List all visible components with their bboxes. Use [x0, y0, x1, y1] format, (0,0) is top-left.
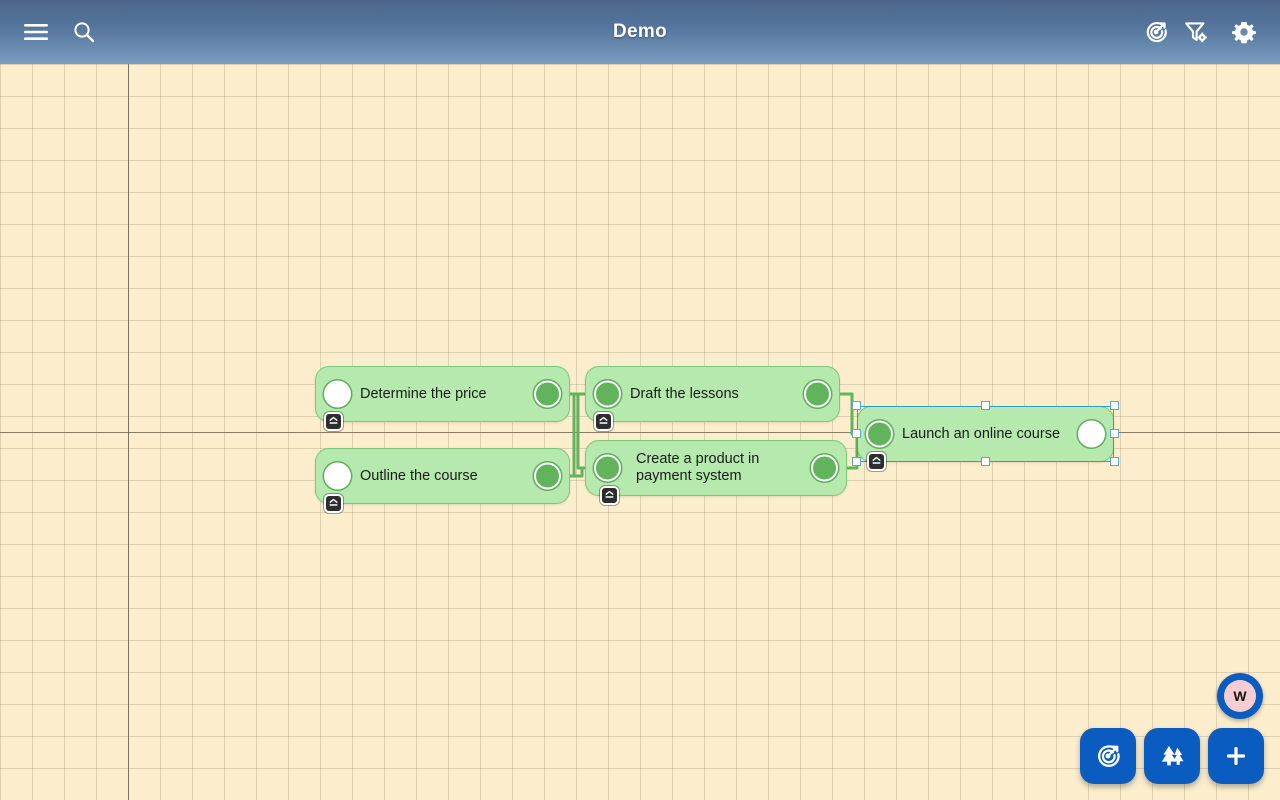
target-goal-icon[interactable]	[1140, 16, 1172, 48]
node-label: Launch an online course	[902, 425, 1061, 442]
selection-handle-n[interactable]	[981, 401, 990, 410]
node-label: Outline the course	[360, 467, 478, 484]
node-port-right[interactable]	[534, 380, 561, 408]
hamburger-menu-icon[interactable]	[20, 16, 52, 48]
node-label: Determine the price	[360, 385, 487, 402]
gear-icon[interactable]	[1228, 16, 1260, 48]
node-port-right[interactable]	[1078, 420, 1105, 448]
collapse-toggle-icon[interactable]	[324, 412, 343, 431]
selection-handle-ne[interactable]	[1110, 401, 1119, 410]
node-card-draft-lessons[interactable]: Draft the lessons	[585, 366, 840, 422]
node-port-left[interactable]	[324, 380, 351, 408]
node-port-right[interactable]	[534, 462, 561, 490]
selection-handle-se[interactable]	[1110, 457, 1119, 466]
filter-settings-icon[interactable]	[1180, 16, 1212, 48]
node-port-left[interactable]	[324, 462, 351, 490]
target-goal-icon	[1098, 745, 1120, 767]
selection-handle-e[interactable]	[1110, 429, 1119, 438]
collapse-toggle-icon[interactable]	[867, 452, 886, 471]
node-port-right[interactable]	[804, 380, 831, 408]
search-icon[interactable]	[68, 16, 100, 48]
node-port-left[interactable]	[594, 454, 621, 482]
node-port-left[interactable]	[866, 420, 893, 448]
selection-handle-sw[interactable]	[852, 457, 861, 466]
node-port-left[interactable]	[594, 380, 621, 408]
app-header: Demo	[0, 0, 1280, 64]
forest-trees-icon	[1161, 746, 1184, 766]
plus-icon	[1227, 747, 1245, 765]
collapse-toggle-icon[interactable]	[594, 412, 613, 431]
node-card-create-product[interactable]: Create a product in payment system	[585, 440, 847, 496]
avatar-initial: W	[1224, 680, 1256, 712]
node-port-right[interactable]	[811, 454, 838, 482]
selection-handle-w[interactable]	[852, 429, 861, 438]
selection-handle-s[interactable]	[981, 457, 990, 466]
canvas-horizontal-axis	[0, 432, 1280, 433]
fab-forest-button[interactable]	[1144, 728, 1200, 784]
node-card-determine-price[interactable]: Determine the price	[315, 366, 570, 422]
node-card-launch-course[interactable]: Launch an online course	[857, 406, 1114, 462]
collapse-toggle-icon[interactable]	[324, 494, 343, 513]
page-title: Demo	[613, 21, 667, 42]
node-card-outline-course[interactable]: Outline the course	[315, 448, 570, 504]
node-label: Draft the lessons	[630, 385, 739, 402]
user-avatar[interactable]: W	[1217, 673, 1263, 719]
fab-goal-button[interactable]	[1080, 728, 1136, 784]
collapse-toggle-icon[interactable]	[600, 486, 619, 505]
fab-add-button[interactable]	[1208, 728, 1264, 784]
selection-handle-nw[interactable]	[852, 401, 861, 410]
node-label: Create a product in payment system	[636, 451, 760, 484]
